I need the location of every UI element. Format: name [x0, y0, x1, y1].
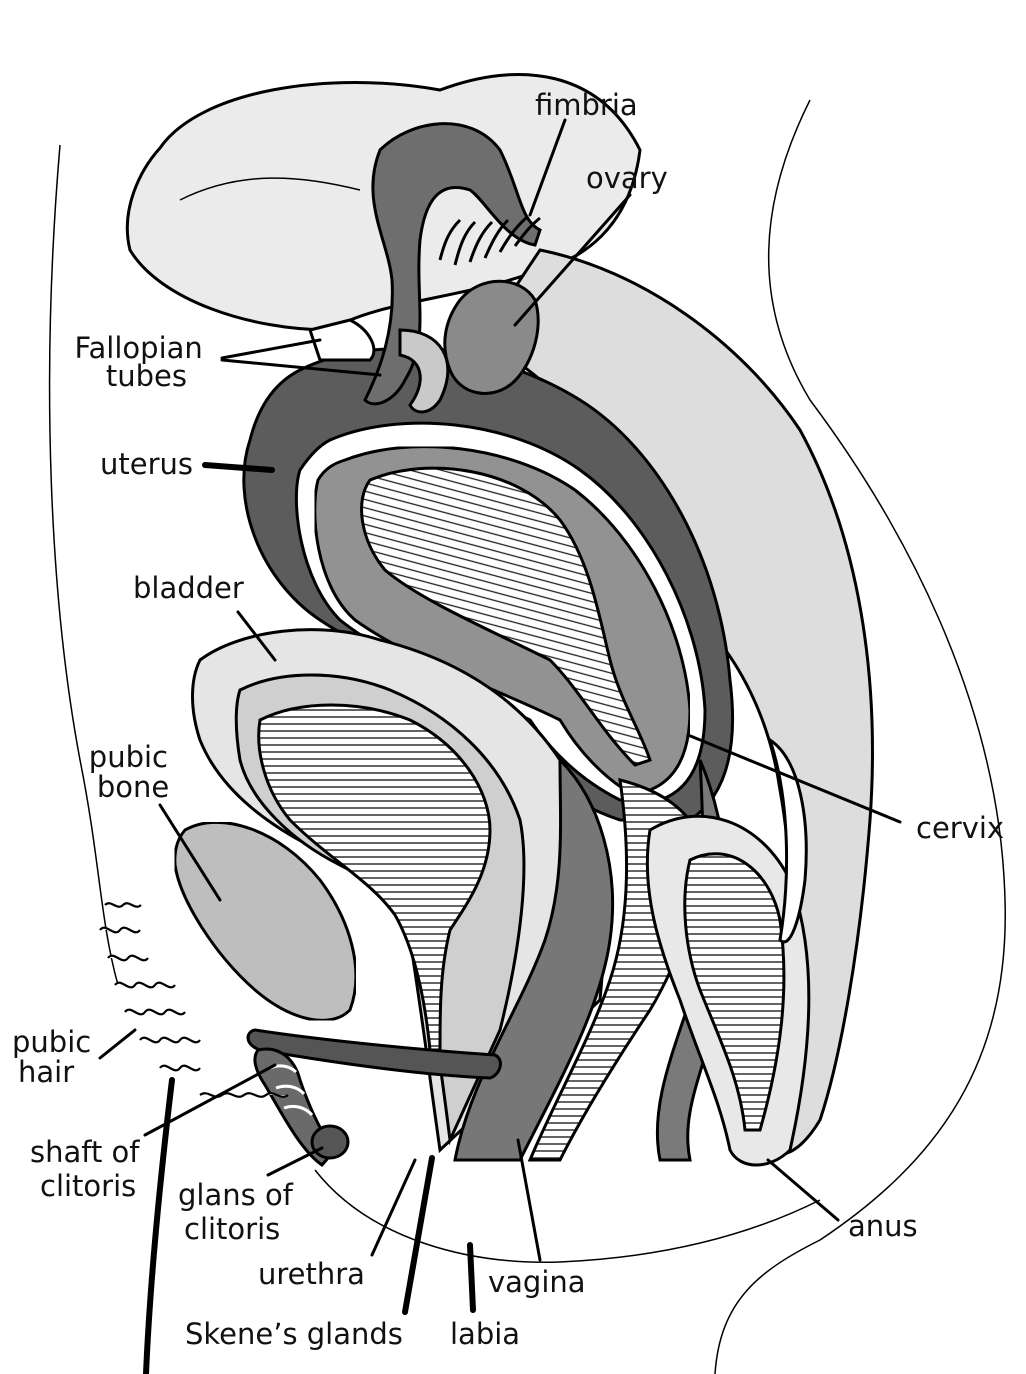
label-pubic-hair: pubic hair	[12, 1025, 100, 1089]
label-shaft-line2: clitoris	[40, 1169, 136, 1203]
label-pubic-bone: pubic bone	[89, 740, 177, 804]
leader-shaft	[145, 1065, 275, 1135]
label-glans-of-clitoris: glans of clitoris	[178, 1178, 302, 1246]
leader-fallopian-1	[222, 340, 320, 358]
leader-pubic-hair	[100, 1030, 135, 1058]
leader-anus	[768, 1160, 838, 1220]
leader-skenes	[405, 1158, 432, 1312]
abdomen-outline	[50, 145, 118, 985]
leader-urethra	[372, 1160, 415, 1255]
label-fimbria: fimbria	[535, 88, 638, 122]
label-glans-line2: clitoris	[184, 1212, 280, 1246]
glans-clitoris	[312, 1126, 348, 1158]
label-vagina: vagina	[488, 1265, 586, 1299]
label-skenes-glands: Skene’s glands	[185, 1317, 403, 1351]
label-shaft-line1: shaft of	[30, 1135, 140, 1169]
label-pubic-bone-line2: bone	[97, 770, 169, 804]
label-urethra: urethra	[258, 1257, 365, 1291]
label-pubic-bone-line1: pubic	[89, 740, 168, 774]
label-fallopian-line2: tubes	[106, 359, 187, 393]
leader-labia	[470, 1245, 473, 1310]
label-shaft-of-clitoris: shaft of clitoris	[30, 1135, 149, 1203]
label-pubic-hair-line1: pubic	[12, 1025, 91, 1059]
label-bladder: bladder	[133, 571, 244, 605]
label-cervix: cervix	[916, 811, 1004, 845]
leader-glans	[268, 1148, 322, 1175]
label-uterus: uterus	[100, 447, 193, 481]
label-anus: anus	[848, 1209, 918, 1243]
label-fallopian-tubes: Fallopian tubes	[75, 331, 212, 393]
label-ovary: ovary	[586, 161, 668, 195]
label-glans-line1: glans of	[178, 1178, 294, 1212]
label-pubic-hair-line2: hair	[18, 1055, 74, 1089]
label-labia: labia	[450, 1317, 520, 1351]
